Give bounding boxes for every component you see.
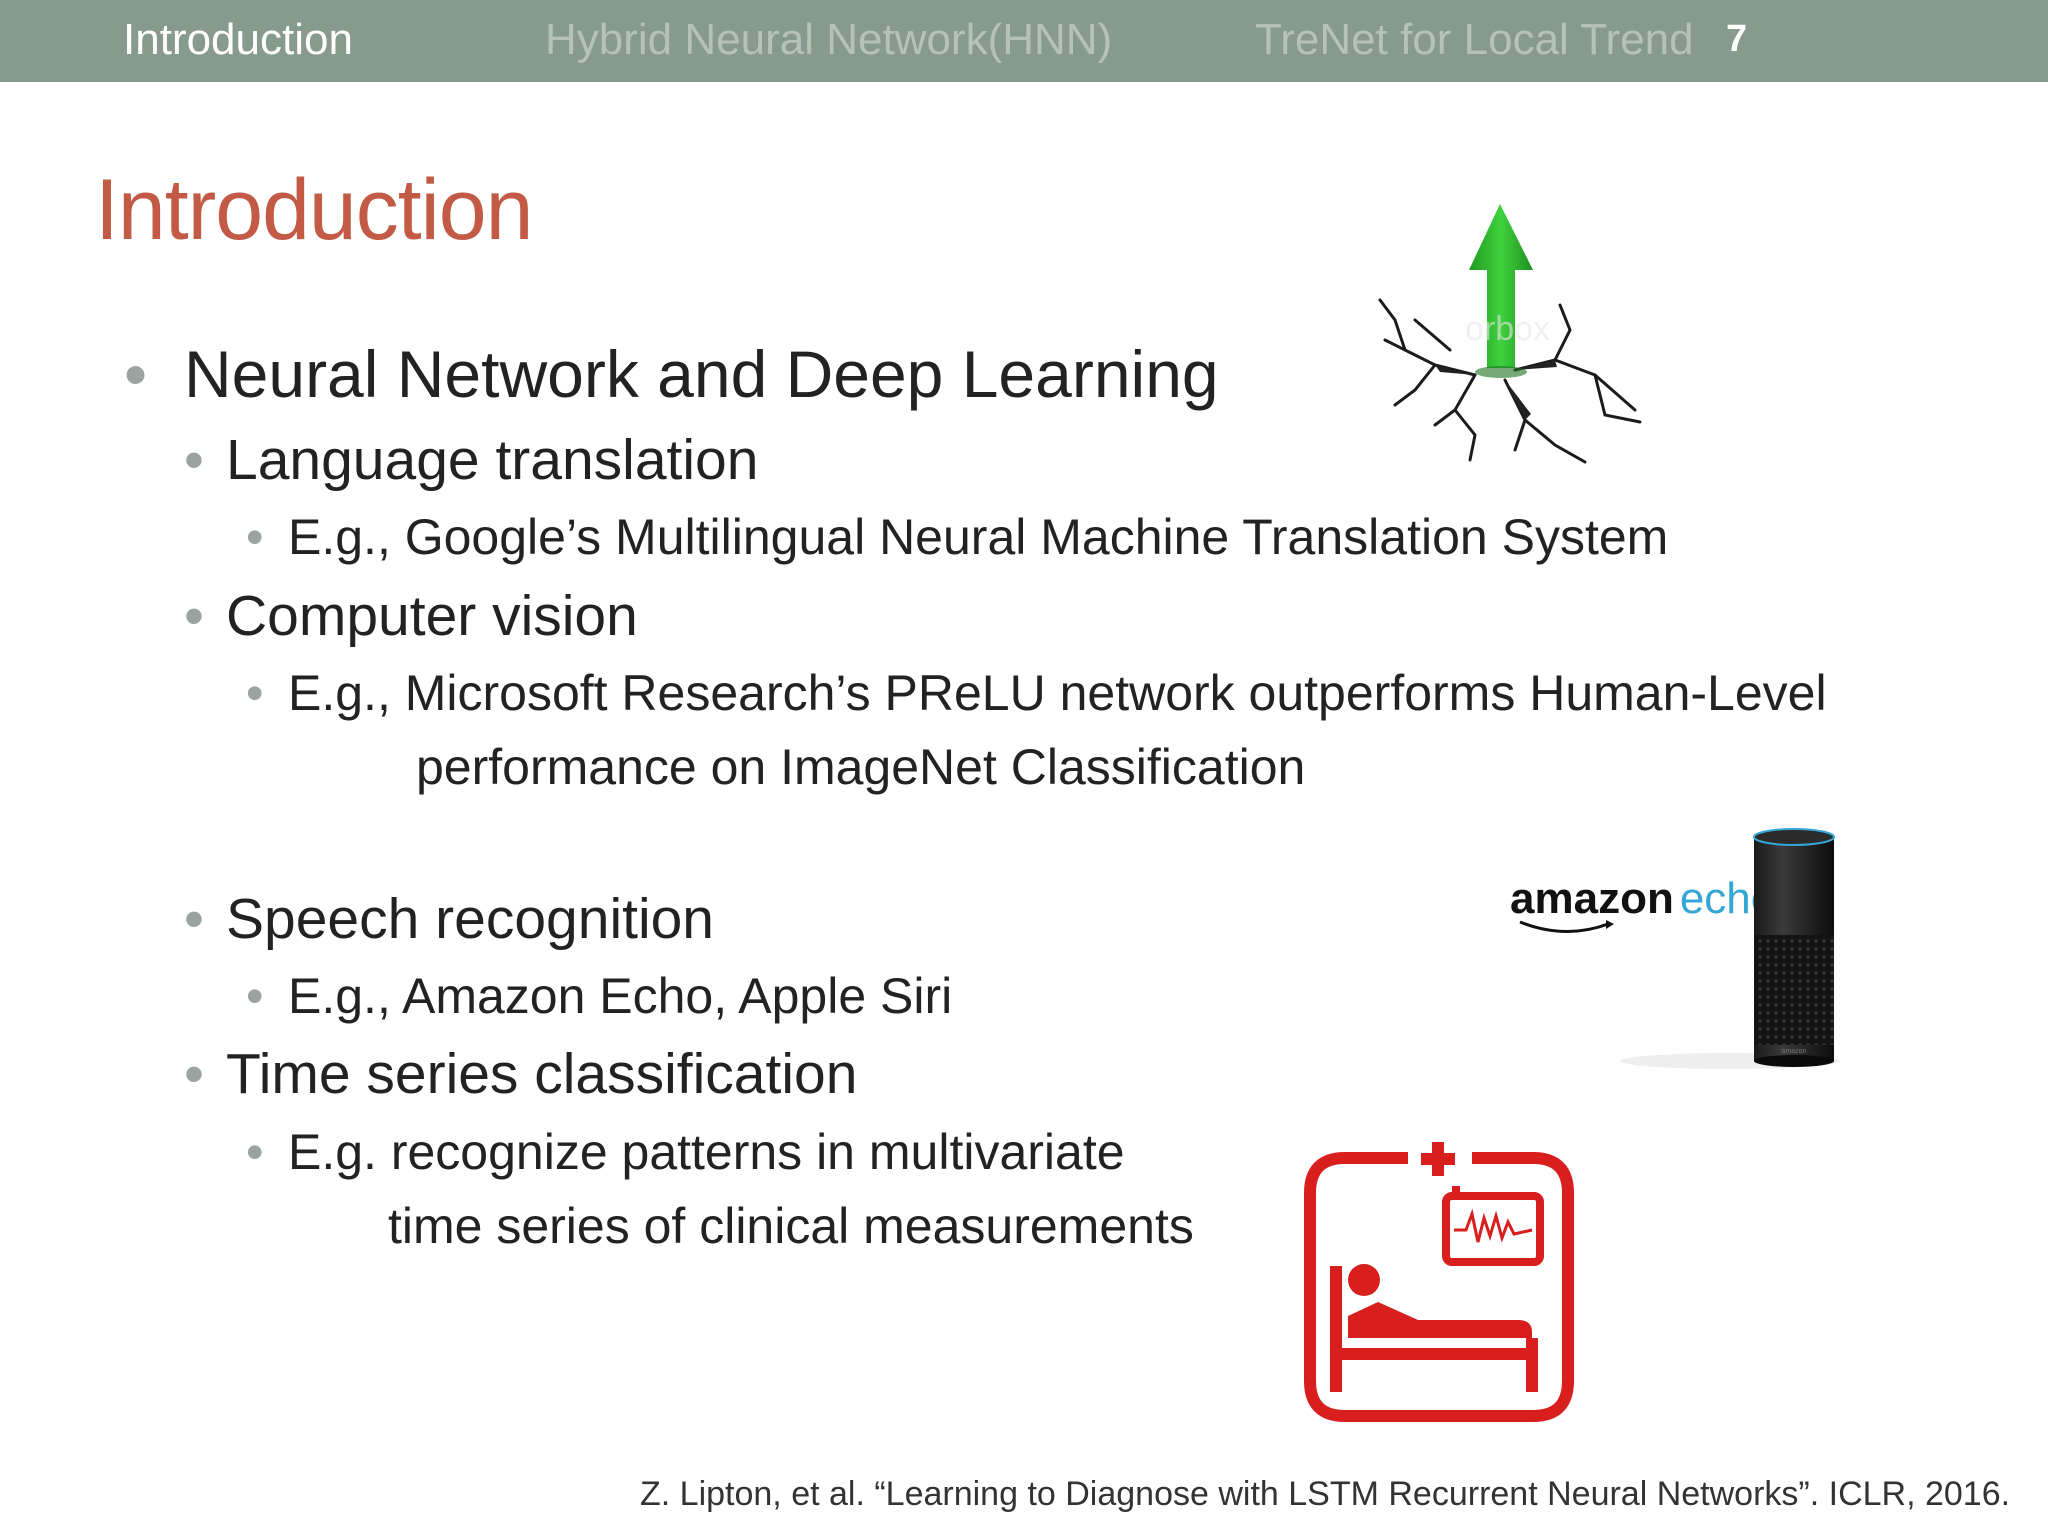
bullet-clinical-patterns-continued: time series of clinical measurements — [388, 1198, 1194, 1254]
bullet-speech-recognition: Speech recognition — [226, 887, 715, 951]
amazon-echo-speaker-image: amazon — [1620, 828, 1840, 1069]
bullet-clinical-patterns: E.g. recognize patterns in multivariate — [288, 1124, 1125, 1180]
bullet-dot: • — [246, 665, 264, 721]
bullet-neural-network-deep-learning: Neural Network and Deep Learning — [184, 337, 1219, 411]
bullet-computer-vision: Computer vision — [226, 584, 638, 648]
bullet-prelu-network-continued: performance on ImageNet Classification — [416, 739, 1306, 795]
bullet-dot: • — [246, 509, 264, 565]
hospital-bed-icon — [1304, 1142, 1574, 1422]
amazon-logo-word: amazon — [1510, 874, 1674, 923]
bullet-dot: • — [184, 428, 204, 492]
bullet-dot: • — [246, 968, 264, 1024]
bullet-prelu-network: E.g., Microsoft Research’s PReLU network… — [288, 665, 1827, 721]
top-nav-bar: Introduction Hybrid Neural Network(HNN) … — [0, 0, 2048, 82]
bullet-time-series-classification: Time series classification — [226, 1042, 858, 1106]
bullet-amazon-echo-siri: E.g., Amazon Echo, Apple Siri — [288, 968, 953, 1024]
svg-text:orbox: orbox — [1465, 310, 1550, 348]
citation: Z. Lipton, et al. “Learning to Diagnose … — [640, 1475, 2011, 1513]
amazon-smile-icon — [1519, 920, 1614, 933]
page-number: 7 — [1726, 18, 1748, 60]
bullet-dot: • — [184, 887, 204, 951]
growth-arrow-icon: orbox — [1378, 204, 1642, 464]
tab-trenet-local-trend[interactable]: TreNet for Local Trend — [1255, 15, 1694, 64]
tab-introduction[interactable]: Introduction — [123, 15, 353, 64]
bullet-google-translation: E.g., Google’s Multilingual Neural Machi… — [288, 509, 1669, 565]
bullet-language-translation: Language translation — [226, 428, 759, 492]
tab-hybrid-neural-network[interactable]: Hybrid Neural Network(HNN) — [545, 15, 1113, 64]
slide-title: Introduction — [95, 162, 533, 258]
bullet-dot: • — [246, 1124, 264, 1180]
bullet-dot: • — [184, 584, 204, 648]
bullet-dot: • — [184, 1042, 204, 1106]
speaker-label: amazon — [1782, 1048, 1807, 1055]
bullet-dot: • — [124, 337, 148, 411]
